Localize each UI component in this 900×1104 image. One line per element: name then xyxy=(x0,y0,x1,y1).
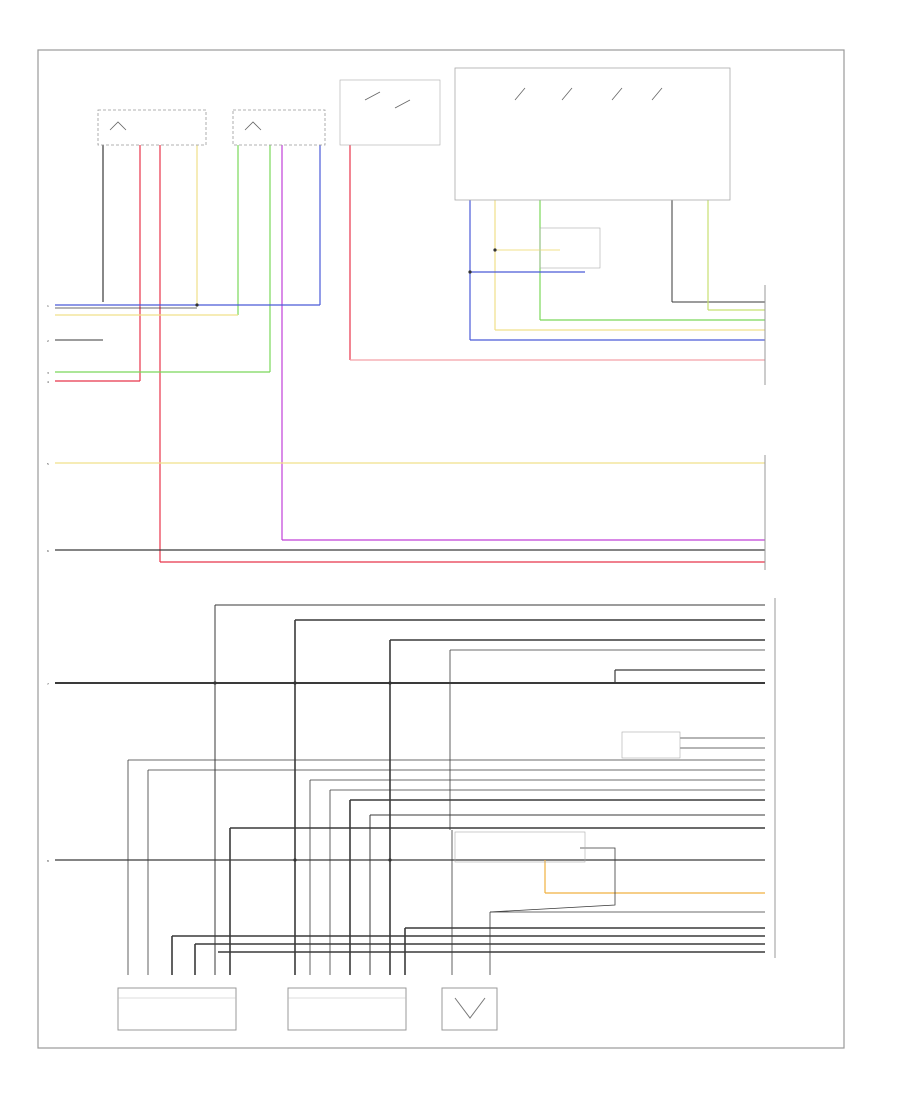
adj-contact-4 xyxy=(651,87,663,101)
cylinder-sensor-1 xyxy=(117,987,237,1031)
cylinder-sensor-2 xyxy=(287,987,407,1031)
adj-contact-1 xyxy=(514,87,526,101)
splice-dot xyxy=(293,858,297,862)
left-pin: 5 xyxy=(47,462,49,466)
ratio-sensor-symbol xyxy=(454,997,486,1019)
splice-dot xyxy=(388,858,392,862)
splice-dot xyxy=(388,681,392,685)
splice-dot xyxy=(493,248,497,252)
seat-switch xyxy=(339,79,441,146)
heater-element xyxy=(454,831,586,863)
motor-switch-2 xyxy=(244,121,262,131)
splice-dot xyxy=(468,270,472,274)
left-pin: 2 xyxy=(47,339,49,343)
illum-lamp xyxy=(539,227,601,269)
ratio-sensor xyxy=(441,987,498,1031)
adj-contact-2 xyxy=(561,87,573,101)
left-pin: 3 xyxy=(47,371,49,375)
adj-contact-3 xyxy=(611,87,623,101)
splice-dot xyxy=(195,303,199,307)
left-pin: 1 xyxy=(47,304,49,308)
wire-group xyxy=(55,145,765,975)
seat-switch-group xyxy=(339,79,441,146)
splice-dot xyxy=(213,681,217,685)
seat-adj-switch xyxy=(454,67,731,201)
seat-switch-contact xyxy=(364,91,411,109)
seat-adj-switch-group xyxy=(454,67,731,269)
diagram-border xyxy=(37,49,845,1049)
left-pin: 7 xyxy=(47,682,49,686)
rear-lift-motor xyxy=(232,109,326,146)
bottom-sensor-group xyxy=(117,987,498,1031)
connector-group xyxy=(454,285,776,958)
driver-recline-motor xyxy=(97,109,207,146)
left-pin: 6 xyxy=(47,549,49,553)
motor-group xyxy=(97,109,326,146)
splice-dot xyxy=(293,681,297,685)
splice-group xyxy=(195,248,497,862)
left-connector-pins: 1 2 3 4 5 6 7 8 xyxy=(47,304,49,863)
wire-heater-loop xyxy=(489,847,616,913)
lumbar-switch xyxy=(621,731,681,759)
left-pin: 8 xyxy=(47,859,49,863)
motor-switch-1 xyxy=(109,121,127,131)
left-pin: 4 xyxy=(47,380,49,384)
